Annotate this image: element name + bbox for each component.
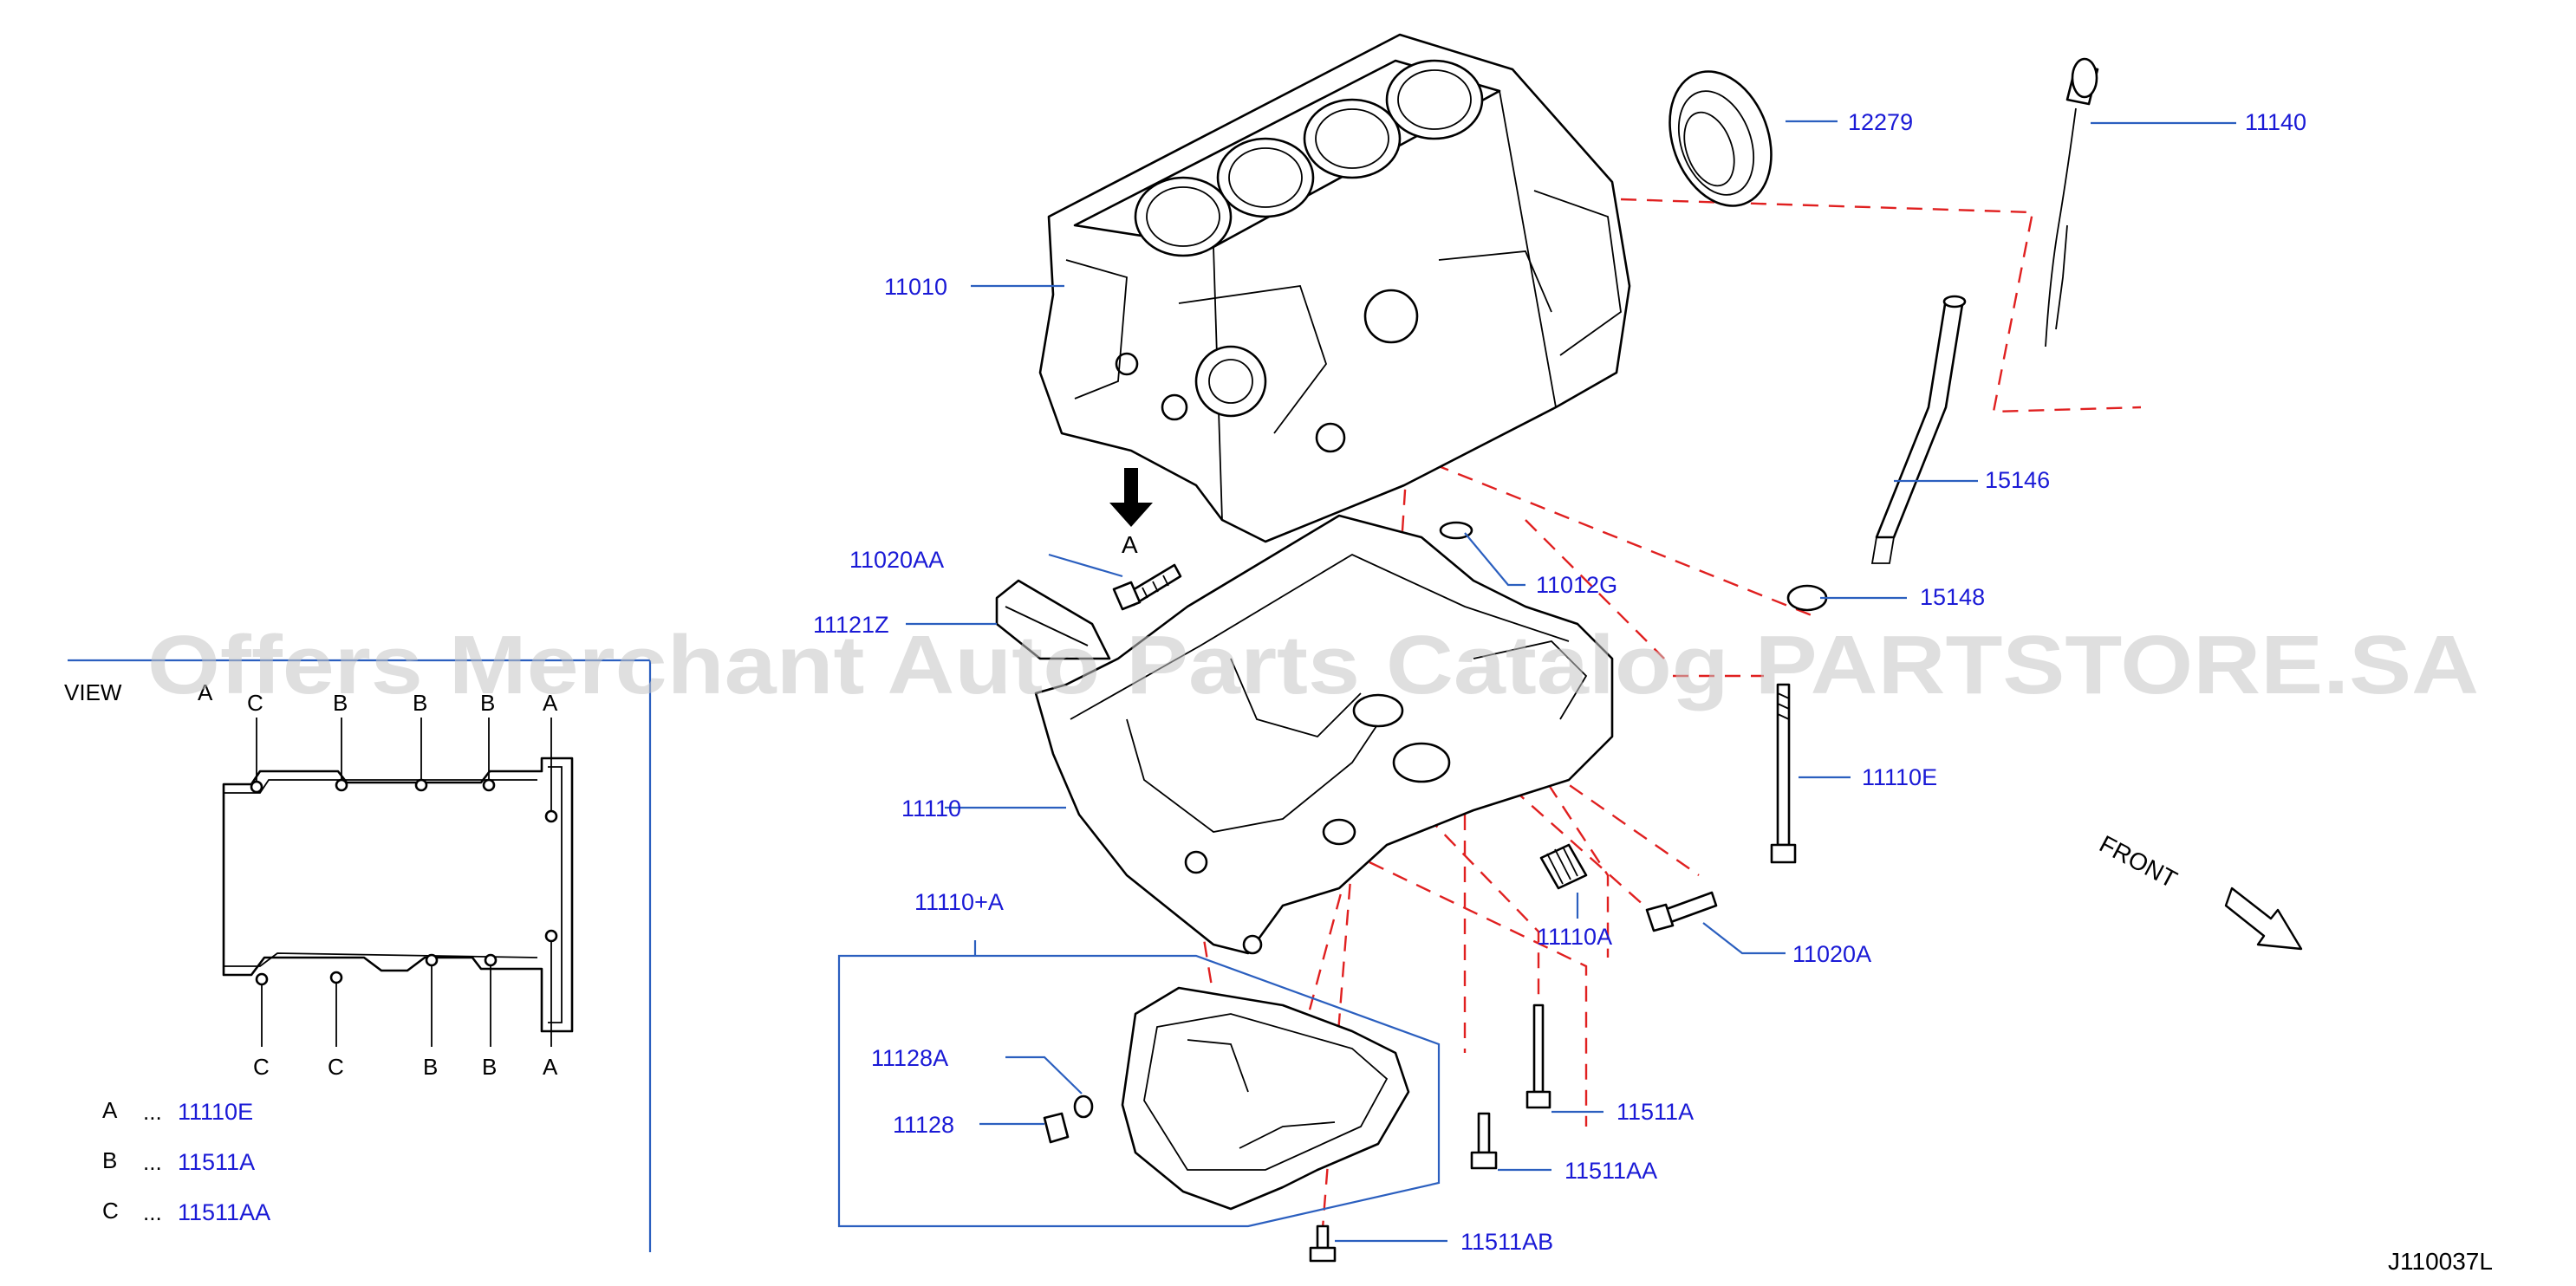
view-bottom-letter-4: A [543,1054,558,1080]
cylinder-block-11010[interactable] [1038,33,1631,543]
view-a-inset: VIEW A C B B B A C C B B A [64,659,652,1252]
view-title: VIEW [64,679,122,705]
washer-11128a[interactable] [1073,1094,1094,1119]
bolt-11020a[interactable] [1645,891,1718,932]
oil-level-gauge-11140[interactable] [2045,57,2099,347]
legend-key-a: A [102,1097,118,1123]
bolt-11511a[interactable] [1525,1003,1551,1109]
oil-pan-upper-11110[interactable] [1034,514,1614,955]
label-11121z[interactable]: 11121Z [813,612,889,638]
view-top-letter-3: B [480,690,495,716]
label-11110[interactable]: 11110 [901,796,961,822]
legend-value-a[interactable]: 11110E [178,1099,253,1125]
legend: A ... 11110E B ... 11511A C ... 11511AA [102,1097,270,1225]
label-11128a[interactable]: 11128A [871,1045,948,1071]
view-top-letter-0: C [247,690,263,716]
leader-lines [906,120,2236,1243]
legend-dots-c: ... [143,1199,162,1225]
label-12279[interactable]: 12279 [1848,109,1913,135]
legend-dots-a: ... [143,1099,162,1125]
label-11010[interactable]: 11010 [884,274,947,300]
legend-dots-b: ... [143,1149,162,1175]
label-11020a[interactable]: 11020A [1792,941,1871,967]
view-bottom-letter-1: C [328,1054,344,1080]
gasket-11012g[interactable] [1439,521,1473,540]
arrow-label-a: A [1122,531,1138,558]
front-arrow-icon [2224,887,2303,951]
label-15148[interactable]: 15148 [1920,584,1985,610]
legend-value-c[interactable]: 11511AA [178,1199,270,1225]
bolt-11110e[interactable] [1770,683,1797,864]
part-labels: 11010 12279 11140 15146 15148 11020AA 11… [813,109,2306,1255]
label-11140[interactable]: 11140 [2245,109,2306,135]
legend-value-b[interactable]: 11511A [178,1149,255,1175]
view-bottom-letter-2: B [423,1054,438,1080]
diagram-code: J110037L [2388,1248,2493,1275]
bolt-11511ab[interactable] [1309,1224,1337,1263]
front-indicator: FRONT [2095,830,2303,951]
view-arrow-a: A [1109,468,1153,558]
view-top-letter-4: A [543,690,558,716]
label-15146[interactable]: 15146 [1985,467,2050,493]
oil-pan-lower-box [837,940,1441,1228]
view-bottom-letter-0: C [253,1054,270,1080]
label-11020aa[interactable]: 11020AA [849,547,944,573]
legend-key-b: B [102,1147,117,1173]
view-letter: A [198,679,213,705]
bolt-11020aa[interactable] [1112,563,1182,611]
label-11511a[interactable]: 11511A [1617,1099,1694,1125]
label-11511ab[interactable]: 11511AB [1460,1229,1553,1255]
plug-11110a[interactable] [1539,843,1588,890]
bolt-11511aa[interactable] [1470,1112,1498,1170]
oil-seal-12279[interactable] [1652,57,1789,220]
label-11110a[interactable]: 11110A [1537,924,1612,950]
view-bottom-letter-3: B [482,1054,497,1080]
label-11012g[interactable]: 11012G [1536,572,1617,598]
front-label: FRONT [2095,830,2182,893]
view-top-letter-1: B [333,690,348,716]
legend-key-c: C [102,1198,119,1224]
gauge-guide-15146[interactable] [1870,295,1967,564]
watermark: Offers Merchant Auto Parts Catalog PARTS… [147,619,2479,711]
label-11128[interactable]: 11128 [893,1112,954,1138]
view-top-letter-2: B [413,690,427,716]
label-11110e[interactable]: 11110E [1862,764,1937,790]
label-11511aa[interactable]: 11511AA [1564,1158,1657,1184]
drain-plug-11128[interactable] [1043,1112,1070,1144]
label-11110-plus-a[interactable]: 11110+A [914,889,1004,915]
oil-pan-lower[interactable] [1121,986,1410,1211]
